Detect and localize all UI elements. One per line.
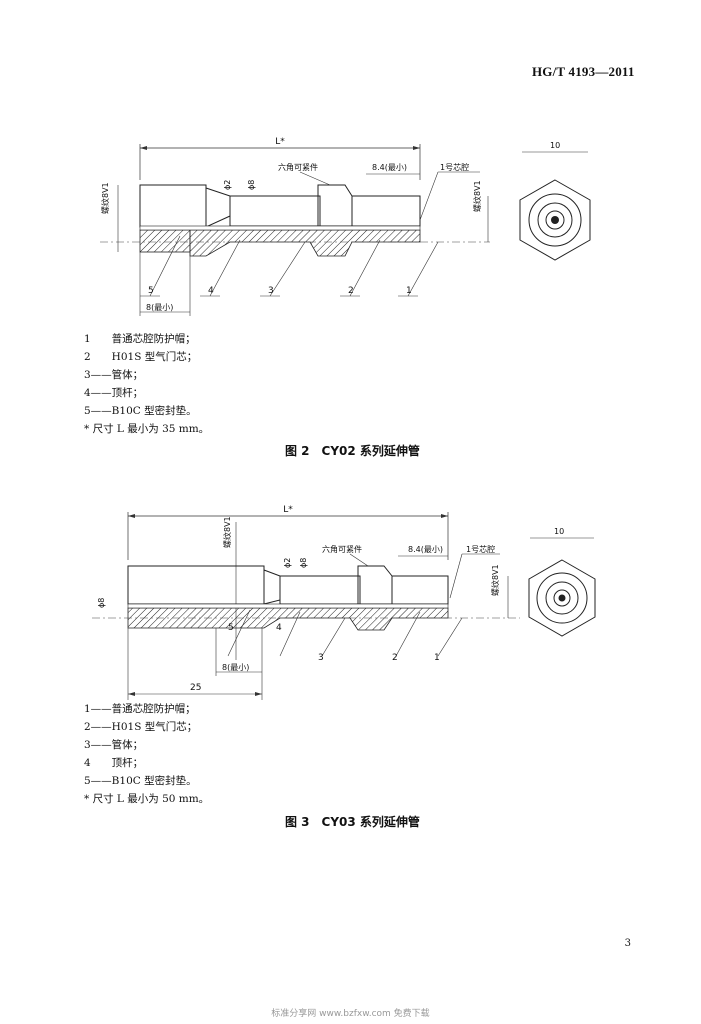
fig3-phi2: ϕ2 <box>283 558 292 568</box>
fig2-phi2: ϕ2 <box>223 180 232 190</box>
fig2-callout-2: 2 <box>348 286 354 296</box>
fig2-legend-item: 2 H01S 型气门芯； <box>84 351 198 363</box>
fig3-legend-item: 4 顶杆； <box>84 757 144 769</box>
fig2-callout-3: 3 <box>268 286 274 296</box>
fig3-phi8-left: ϕ8 <box>97 598 106 608</box>
fig2-dim-L: L* <box>275 137 285 147</box>
fig3-legend-note: * 尺寸 L 最小为 50 mm。 <box>84 793 210 805</box>
fig2-core-label: 1号芯腔 <box>440 162 469 172</box>
fig3-callout-5: 5 <box>228 623 234 633</box>
fig3-len25: 25 <box>190 683 201 693</box>
fig2-legend-item: 4——顶杆； <box>84 387 144 399</box>
fig3-callout-3: 3 <box>318 653 324 663</box>
fig2-legend-note: * 尺寸 L 最小为 35 mm。 <box>84 423 210 435</box>
page-number: 3 <box>624 938 631 949</box>
fig3-min84-label: 8.4(最小) <box>408 545 443 554</box>
standard-number: HG/T 4193—2011 <box>532 64 635 79</box>
fig2-thread-right: 螺纹8V1 <box>472 180 482 212</box>
fig3-core-label: 1号芯腔 <box>466 544 495 554</box>
fig3-legend-item: 2——H01S 型气门芯； <box>84 721 198 733</box>
fig2-callout-1: 1 <box>406 286 412 296</box>
fig3-phi8: ϕ8 <box>299 558 308 568</box>
fig2-min84-label: 8.4(最小) <box>372 163 407 172</box>
fig2-legend: 1 普通芯腔防护帽； 2 H01S 型气门芯； 3——管体； 4——顶杆； 5—… <box>84 330 209 438</box>
fig2-thread-left: 螺纹8V1 <box>100 182 110 214</box>
fig2-caption: 图 2 CY02 系列延伸管 <box>285 444 420 458</box>
fig2-callout-5: 5 <box>148 286 154 296</box>
fig2-min8: 8(最小) <box>146 303 173 312</box>
fig3-callout-1: 1 <box>434 653 440 663</box>
fig2-callout-4: 4 <box>208 286 214 296</box>
fig2-legend-item: 1 普通芯腔防护帽； <box>84 333 196 345</box>
fig3-thread-top: 螺纹8V1 <box>222 516 232 548</box>
fig3-legend-item: 5——B10C 型密封垫。 <box>84 775 197 787</box>
fig3-dim-L: L* <box>283 505 293 515</box>
fig3-legend: 1——普通芯腔防护帽； 2——H01S 型气门芯； 3——管体； 4 顶杆； 5… <box>84 700 209 808</box>
fig3-thread-right: 螺纹8V1 <box>490 564 500 596</box>
fig3-min8: 8(最小) <box>222 663 249 672</box>
fig3-legend-item: 3——管体； <box>84 739 144 751</box>
fig3-end-width: 10 <box>554 527 564 536</box>
fig3-callout-4: 4 <box>276 623 282 633</box>
fig2-phi8: ϕ8 <box>247 180 256 190</box>
figure-2-drawing: L* 六角可紧件 8.4(最小) 1号芯腔 ϕ2 ϕ8 螺纹8V1 螺纹8V1 … <box>100 137 591 316</box>
fig3-callout-2: 2 <box>392 653 398 663</box>
fig3-legend-item: 1——普通芯腔防护帽； <box>84 703 196 715</box>
fig3-caption: 图 3 CY03 系列延伸管 <box>285 815 420 829</box>
figure-3-drawing: L* 螺纹8V1 六角可紧件 8.4(最小) 1号芯腔 ϕ2 ϕ8 ϕ8 螺纹8… <box>92 505 596 700</box>
fig2-hex-label: 六角可紧件 <box>278 162 318 172</box>
fig3-hex-label: 六角可紧件 <box>322 544 362 554</box>
watermark-footer: 标准分享网 www.bzfxw.com 免费下载 <box>271 1009 430 1019</box>
fig2-end-width: 10 <box>550 141 560 150</box>
fig2-legend-item: 5——B10C 型密封垫。 <box>84 405 197 417</box>
fig2-legend-item: 3——管体； <box>84 369 144 381</box>
